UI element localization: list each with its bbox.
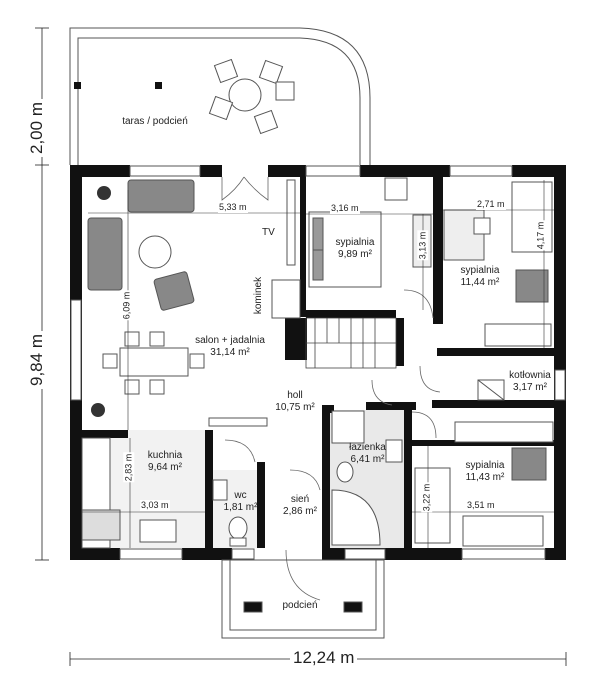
vestibule-label: sień 2,86 m²	[275, 494, 325, 517]
dim-bedroom2-width: 2,71 m	[476, 199, 506, 210]
bedroom2-area: 11,44 m²	[460, 276, 500, 288]
dim-bedroom1-height: 3,13 m	[417, 230, 429, 261]
door-swings	[221, 176, 441, 601]
dim-salon-width: 5,33 m	[218, 202, 248, 213]
hall-name: holl	[287, 390, 303, 401]
terrace-table-set	[208, 58, 295, 135]
bedroom1-label: sypialnia 9,89 m²	[325, 237, 385, 260]
bathroom-area: 6,41 m²	[350, 453, 385, 465]
bedroom1-name: sypialnia	[335, 237, 375, 248]
kitchen-name: kuchnia	[147, 450, 183, 461]
terrace	[69, 27, 371, 165]
vestibule-name: sień	[290, 494, 310, 505]
bedroom3-furniture	[414, 421, 554, 547]
staircase	[305, 317, 397, 369]
overall-width: 12,24 m	[290, 648, 358, 668]
salon-name: salon + jadalnia	[195, 335, 265, 346]
wc-area: 1,81 m²	[223, 501, 258, 513]
kitchen-area: 9,64 m²	[148, 461, 182, 473]
salon-light-furniture	[102, 179, 301, 427]
tv-label: TV	[262, 227, 275, 238]
bathroom-fixtures	[331, 410, 403, 546]
boiler-room-area: 3,17 m²	[513, 381, 547, 393]
dim-kitchen-height: 2,83 m	[123, 452, 135, 483]
bathroom-label: łazienka 6,41 m²	[340, 442, 395, 465]
bathroom-name: łazienka	[349, 442, 386, 453]
boiler-room-label: kotłownia 3,17 m²	[500, 370, 560, 393]
bedroom2-furniture	[443, 181, 553, 347]
dim-bedroom2-height: 4,17 m	[535, 220, 547, 251]
plants	[91, 186, 111, 417]
kitchen-label: kuchnia 9,64 m²	[135, 450, 195, 473]
walls	[70, 165, 566, 560]
hall-area: 10,75 m²	[275, 401, 315, 413]
wc-fixtures	[212, 479, 248, 547]
bedroom1-area: 9,89 m²	[338, 248, 372, 260]
bedroom2-label: sypialnia 11,44 m²	[450, 265, 510, 288]
porch	[221, 559, 385, 639]
salon-area: 31,14 m²	[210, 346, 250, 358]
bedroom3-label: sypialnia 11,43 m²	[455, 460, 515, 483]
salon-label: salon + jadalnia 31,14 m²	[185, 335, 275, 358]
wc-label: wc 1,81 m²	[218, 490, 263, 513]
dim-salon-height: 6,09 m	[121, 290, 133, 321]
terrace-label: taras / podcień	[122, 116, 188, 127]
vestibule-area: 2,86 m²	[283, 505, 317, 517]
windows	[70, 165, 566, 560]
salon-furniture	[87, 179, 195, 311]
fireplace-label: kominek	[253, 276, 265, 315]
bedroom3-area: 11,43 m²	[465, 471, 505, 483]
boiler-room-furniture	[477, 379, 505, 401]
dim-bedroom3-height: 3,22 m	[421, 482, 433, 513]
wc-name: wc	[234, 490, 247, 501]
bedroom3-name: sypialnia	[465, 460, 505, 471]
dim-bedroom1-width: 3,16 m	[330, 203, 360, 214]
dim-bedroom3-width: 3,51 m	[466, 500, 496, 511]
bedroom1-furniture	[308, 177, 432, 288]
hall-label: holl 10,75 m²	[265, 390, 325, 413]
dim-kitchen-width: 3,03 m	[140, 500, 170, 511]
kitchen-fixtures	[81, 437, 177, 549]
porch-label: podcień	[282, 600, 318, 611]
overall-depth: 9,84 m	[26, 331, 47, 389]
terrace-depth: 2,00 m	[26, 99, 47, 157]
boiler-room-name: kotłownia	[509, 370, 551, 381]
bedroom2-name: sypialnia	[460, 265, 500, 276]
